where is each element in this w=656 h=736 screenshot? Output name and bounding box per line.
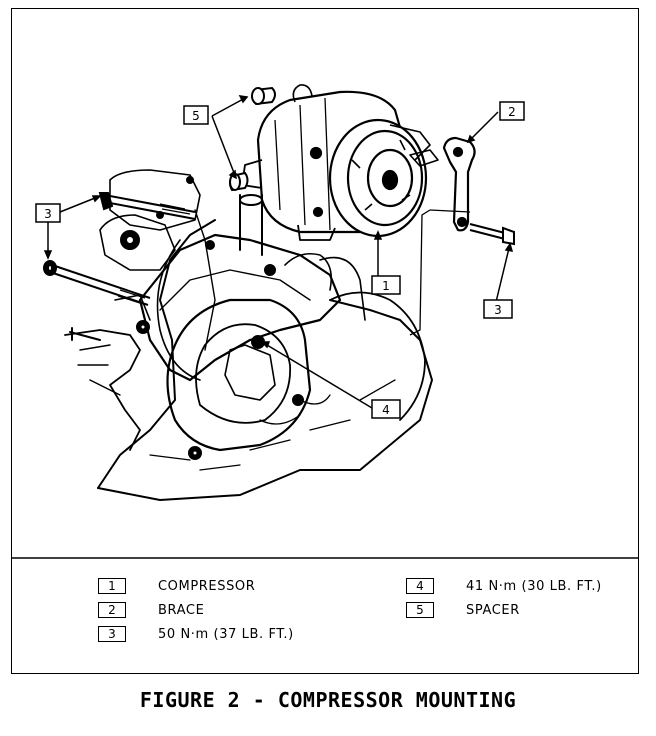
legend-number-box: 5: [406, 602, 434, 618]
callout-number: 2: [508, 105, 516, 119]
engine-block-illustration: [64, 169, 433, 501]
bolt-illustrations: [43, 192, 515, 306]
callout-number: 4: [382, 403, 390, 417]
legend-item-spacer: 5 SPACER: [406, 600, 520, 620]
callout-number: 1: [382, 279, 390, 293]
legend-number-box: 3: [98, 626, 126, 642]
legend-item-compressor: 1 COMPRESSOR: [98, 576, 255, 596]
legend-label: BRACE: [158, 602, 205, 618]
figure-frame: [11, 8, 639, 674]
legend-number-box: 1: [98, 578, 126, 594]
legend-number-box: 2: [98, 602, 126, 618]
callout-number: 5: [192, 109, 200, 123]
legend-label: 50 N·m (37 LB. FT.): [158, 626, 294, 642]
callout-box-3-right: 3: [483, 299, 513, 319]
callout-box-1: 1: [371, 275, 401, 295]
legend-number-box: 4: [406, 578, 434, 594]
figure-caption: FIGURE 2 - COMPRESSOR MOUNTING: [139, 688, 517, 712]
legend-label: 41 N·m (30 LB. FT.): [466, 578, 602, 594]
callout-box-5: 5: [183, 105, 209, 125]
legend-item-torque-50: 3 50 N·m (37 LB. FT.): [98, 624, 294, 644]
callout-number: 3: [494, 303, 502, 317]
leader-lines: [43, 95, 514, 409]
legend-label: SPACER: [466, 602, 520, 618]
callout-number: 3: [44, 207, 52, 221]
compressor-illustration: [241, 84, 439, 241]
callout-box-4: 4: [371, 399, 401, 419]
callout-box-3-left: 3: [35, 203, 61, 223]
legend-item-brace: 2 BRACE: [98, 600, 204, 620]
brace-illustration: [442, 136, 476, 232]
legend-label: COMPRESSOR: [158, 578, 256, 594]
legend-item-torque-41: 4 41 N·m (30 LB. FT.): [406, 576, 602, 596]
callout-box-2: 2: [499, 101, 525, 121]
